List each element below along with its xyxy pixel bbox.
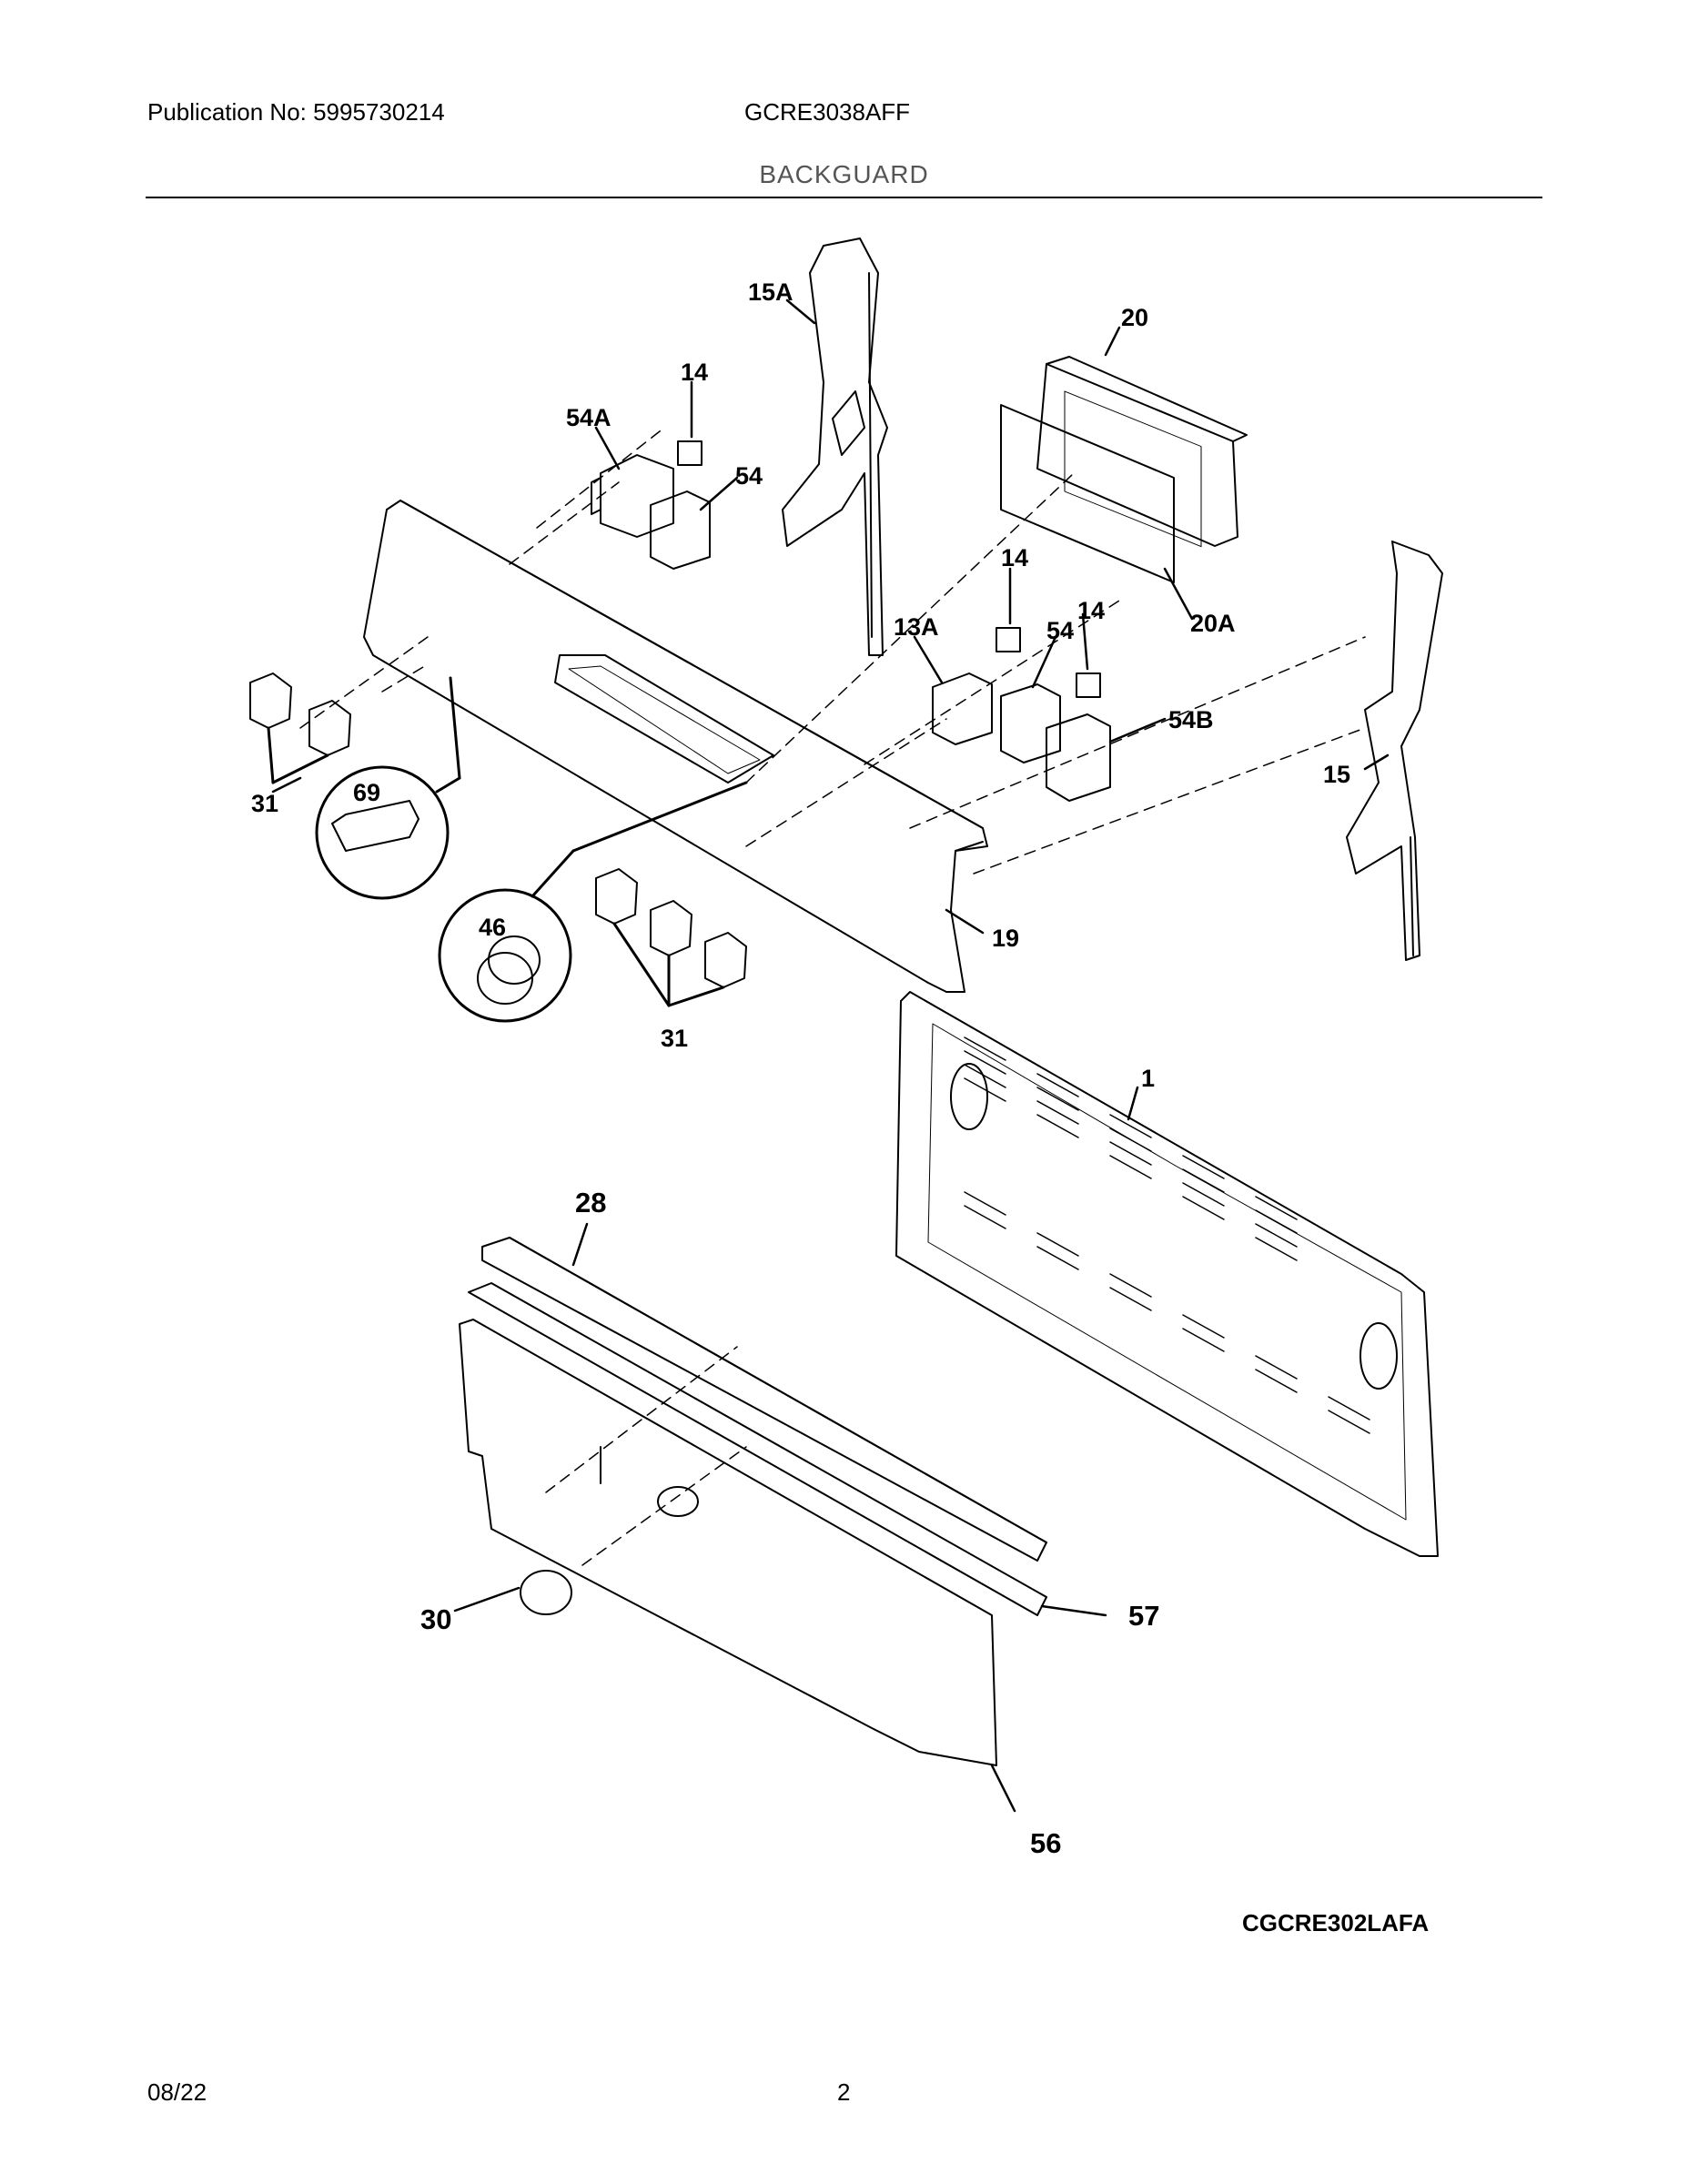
callout-15: 15 bbox=[1323, 761, 1350, 788]
model-number: GCRE3038AFF bbox=[744, 98, 911, 126]
callout-30: 30 bbox=[420, 1603, 451, 1635]
callout-1: 1 bbox=[1141, 1065, 1155, 1092]
callout-69: 69 bbox=[353, 779, 380, 806]
callout-54-mid: 54 bbox=[1046, 617, 1074, 644]
callout-57: 57 bbox=[1128, 1600, 1159, 1632]
switch-13A bbox=[932, 672, 993, 745]
end-bracket-left bbox=[782, 238, 888, 656]
callout-46: 46 bbox=[479, 914, 506, 941]
callout-14-mid: 14 bbox=[1001, 544, 1028, 571]
control-overlay bbox=[1000, 404, 1175, 583]
callout-labels: 15A 20 14 54A 54 14 14 13A 54 20A 54B 15… bbox=[251, 278, 1350, 1859]
page-number: 2 bbox=[837, 2078, 851, 2106]
callout-54B: 54B bbox=[1168, 706, 1214, 733]
callout-15A: 15A bbox=[748, 278, 793, 306]
guide-lines bbox=[299, 427, 1366, 1566]
button-detail-circle bbox=[438, 888, 572, 1023]
infinite-switch-54A bbox=[591, 454, 674, 538]
callout-13A: 13A bbox=[894, 613, 939, 641]
top-trim-28 bbox=[481, 1237, 1047, 1562]
section-title: BACKGUARD bbox=[759, 160, 929, 188]
end-bracket-right bbox=[1346, 541, 1443, 961]
leader-lines bbox=[271, 298, 1390, 1813]
drawing-code: CGCRE302LAFA bbox=[1242, 1909, 1430, 1936]
relay-14-right bbox=[1076, 672, 1101, 698]
revision-date: 08/22 bbox=[147, 2078, 207, 2106]
electronic-control-board bbox=[1036, 356, 1248, 548]
callout-54-top: 54 bbox=[735, 462, 763, 490]
rear-panel-louvres bbox=[964, 1036, 1370, 1434]
screw-detail-circle bbox=[315, 765, 450, 900]
cover-30 bbox=[520, 1570, 572, 1615]
callout-56: 56 bbox=[1030, 1827, 1061, 1859]
callout-28: 28 bbox=[575, 1187, 606, 1218]
callout-14-right: 14 bbox=[1077, 597, 1105, 624]
switch-54-mid bbox=[1000, 683, 1061, 763]
callout-19: 19 bbox=[992, 925, 1019, 952]
callout-54A: 54A bbox=[566, 404, 612, 431]
rear-panel-1 bbox=[895, 991, 1439, 1557]
lower-panel-56 bbox=[459, 1319, 997, 1766]
control-panel-19 bbox=[363, 500, 988, 993]
gasket-57 bbox=[468, 1282, 1047, 1616]
callout-14-top: 14 bbox=[681, 359, 708, 386]
infinite-switch-54 bbox=[650, 490, 711, 570]
relay-14-top bbox=[677, 440, 702, 466]
callout-20: 20 bbox=[1121, 304, 1148, 331]
callout-20A: 20A bbox=[1190, 610, 1236, 637]
publication-number: Publication No: 5995730214 bbox=[147, 98, 445, 126]
knob-31-upper-a bbox=[249, 672, 292, 729]
callout-31-upper: 31 bbox=[251, 790, 278, 817]
knob-31-lower-a bbox=[595, 868, 638, 925]
knob-leaders bbox=[267, 726, 725, 1007]
callout-31-lower: 31 bbox=[661, 1025, 688, 1052]
knob-31-lower-b bbox=[650, 900, 692, 956]
switch-54B bbox=[1046, 713, 1111, 802]
header-rule bbox=[146, 197, 1542, 198]
knob-31-lower-c bbox=[704, 932, 747, 988]
relay-14-mid bbox=[996, 627, 1021, 652]
knob-31-upper-b bbox=[308, 700, 351, 756]
